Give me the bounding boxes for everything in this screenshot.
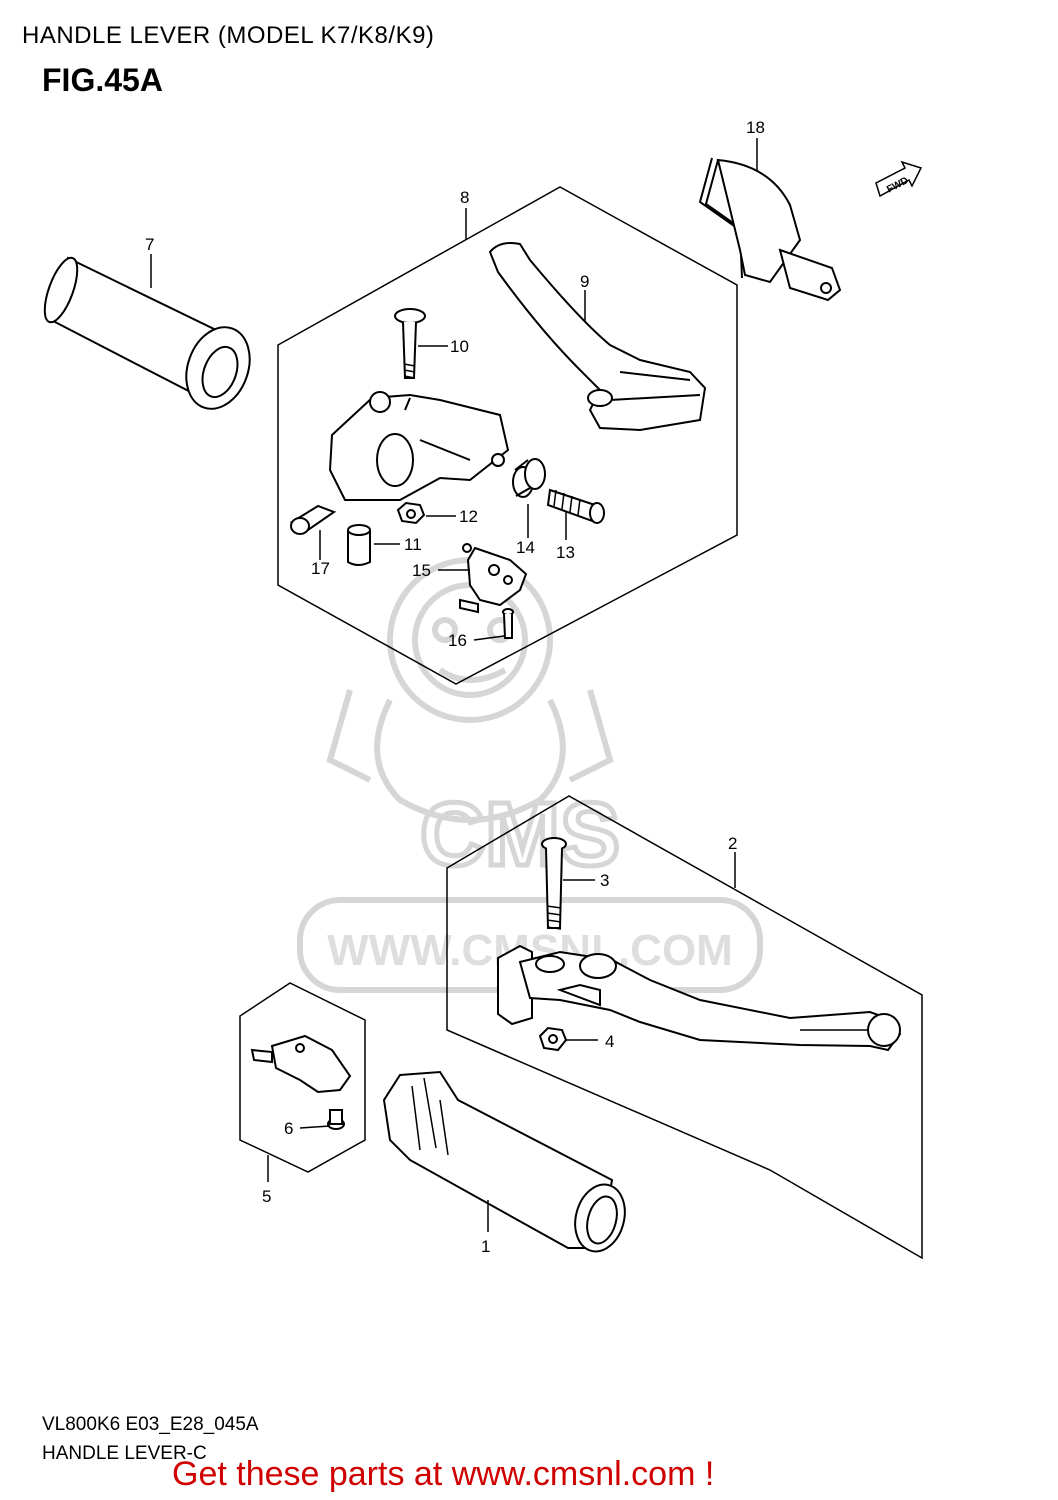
- callout-4: 4: [605, 1032, 614, 1051]
- pivot-bolt-3: [541, 837, 567, 930]
- nut-12: [396, 501, 426, 525]
- figure-number: FIG.45A: [42, 62, 163, 98]
- callout-11: 11: [404, 535, 422, 554]
- callout-13: 13: [556, 543, 575, 562]
- callout-8: 8: [460, 188, 469, 207]
- lever-holder: [328, 391, 510, 501]
- brake-lever-assembly: [497, 944, 902, 1052]
- adjuster-wheel: [512, 458, 546, 498]
- collar-11: [347, 524, 371, 566]
- watermark-brand: CMS: [420, 785, 620, 885]
- callout-9: 9: [580, 272, 589, 291]
- callout-7: 7: [145, 235, 154, 254]
- handlebar-end-18: [698, 157, 842, 302]
- assembly-box-8: [277, 186, 738, 685]
- callout-10: 10: [450, 337, 469, 356]
- throttle-grip: [382, 1070, 626, 1253]
- clutch-lever: [488, 242, 707, 432]
- callout-2: 2: [728, 834, 737, 853]
- drawing-code: VL800K6 E03_E28_045A: [42, 1414, 259, 1435]
- callout-18: 18: [746, 118, 765, 137]
- fwd-arrow-icon: FWD: [875, 160, 923, 198]
- screw-16: [502, 608, 514, 639]
- callout-16: 16: [448, 631, 467, 650]
- diagram-subtitle: HANDLE LEVER-C: [42, 1443, 207, 1464]
- nut-4: [538, 1026, 568, 1052]
- callout-17: 17: [311, 559, 330, 578]
- clutch-switch-15: [459, 543, 528, 614]
- grip-left: [43, 256, 251, 410]
- screw-6: [327, 1109, 345, 1130]
- cms-watermark: CMS WWW.CMSNL.COM: [297, 557, 763, 993]
- callout-1: 1: [481, 1237, 490, 1256]
- callout-14: 14: [516, 538, 535, 557]
- promo-banner[interactable]: Get these parts at www.cmsnl.com !: [172, 1455, 715, 1493]
- brake-switch-5: [250, 1034, 352, 1094]
- callout-3: 3: [600, 871, 609, 890]
- assembly-box-5: [239, 982, 366, 1173]
- pivot-bolt: [394, 308, 426, 379]
- callout-6: 6: [284, 1119, 293, 1138]
- diagram-title: HANDLE LEVER (MODEL K7/K8/K9): [22, 22, 435, 49]
- callout-15: 15: [412, 561, 431, 580]
- callout-5: 5: [262, 1187, 271, 1206]
- adjuster-bolt: [546, 488, 605, 524]
- callout-12: 12: [459, 507, 478, 526]
- assembly-box-2: [446, 795, 923, 1260]
- screw-17: [289, 504, 337, 535]
